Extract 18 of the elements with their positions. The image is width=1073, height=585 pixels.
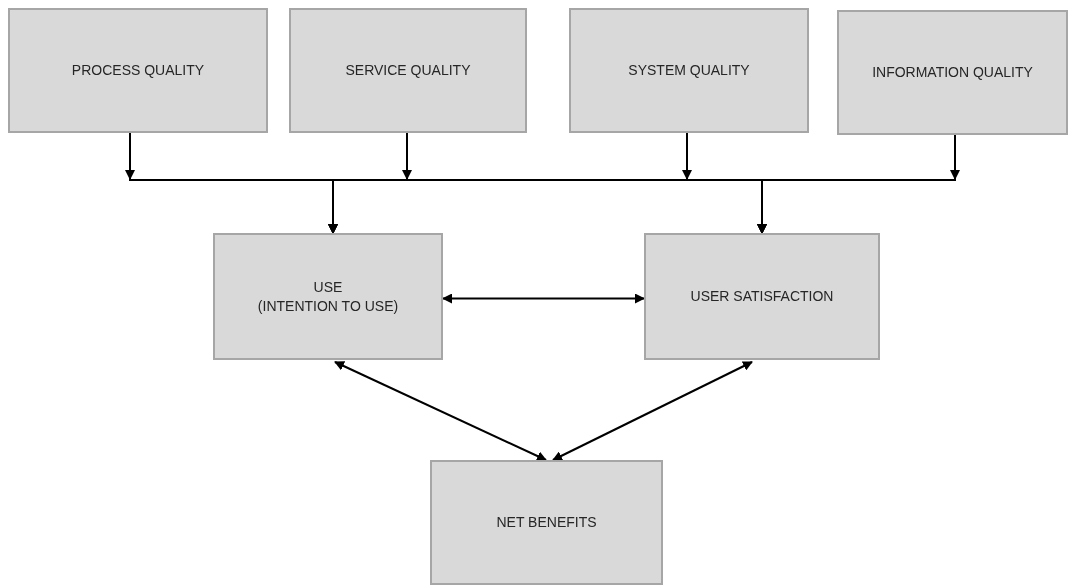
box-label: NET BENEFITS xyxy=(496,513,597,532)
box-label: SERVICE QUALITY xyxy=(345,61,471,80)
arrow xyxy=(442,293,645,304)
box-label: USE xyxy=(313,277,343,297)
box-label: INFORMATION QUALITY xyxy=(872,63,1033,82)
process-box xyxy=(8,8,268,133)
process-box xyxy=(837,10,1068,135)
process-box xyxy=(213,233,443,360)
box-label: SYSTEM QUALITY xyxy=(628,61,750,80)
process-box xyxy=(289,8,527,133)
box-label: USER SATISFACTION xyxy=(690,287,834,306)
box-label: PROCESS QUALITY xyxy=(71,61,205,80)
process-box xyxy=(644,233,880,360)
arrow xyxy=(552,361,753,461)
process-box xyxy=(430,460,663,585)
box-label: (INTENTION TO USE) xyxy=(257,296,399,316)
process-box xyxy=(569,8,809,133)
arrow xyxy=(334,361,547,461)
